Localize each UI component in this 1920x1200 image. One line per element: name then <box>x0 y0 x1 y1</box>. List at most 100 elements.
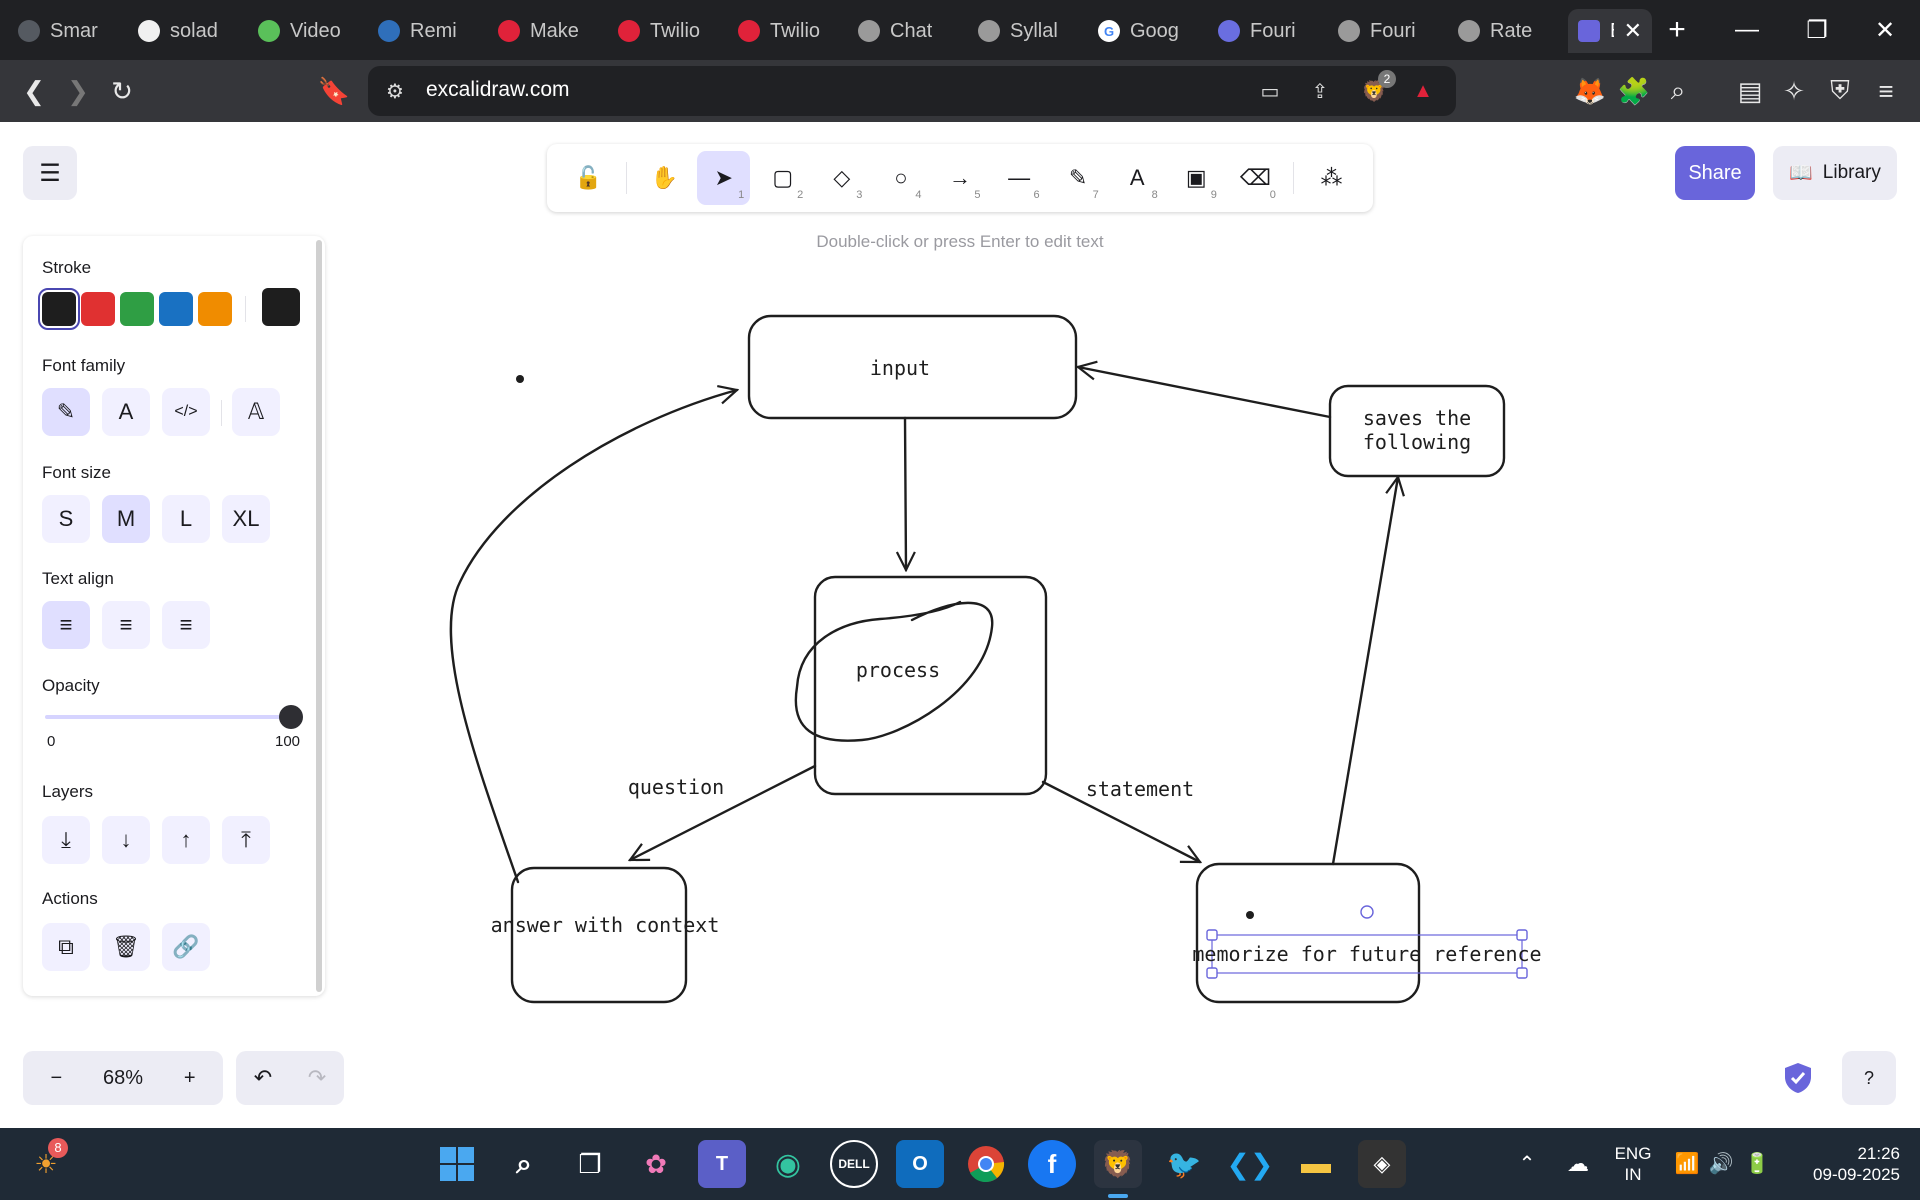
redo-icon[interactable]: ↷ <box>307 1065 327 1090</box>
send-backward-icon[interactable]: ↓ <box>102 816 150 864</box>
browser-tab[interactable]: solad <box>128 9 248 53</box>
hand-tool-icon[interactable]: ✋ <box>650 165 679 190</box>
app-icon[interactable]: ◈ <box>1358 1140 1406 1188</box>
browser-tab-active[interactable]: E✕ <box>1568 9 1652 53</box>
metamask-icon[interactable]: 🦊 <box>1573 75 1607 106</box>
back-icon[interactable]: ❮ <box>23 75 45 106</box>
minimize-button[interactable]: — <box>1735 16 1759 43</box>
arrow-input-to-process[interactable] <box>905 416 906 570</box>
memorize-box[interactable] <box>1195 862 1421 1004</box>
font-picker-icon[interactable]: 𝔸 <box>232 388 280 436</box>
browser-tab[interactable]: Syllal <box>968 9 1088 53</box>
answer-label[interactable]: answer with context <box>491 913 720 937</box>
statement-edge-label[interactable]: statement <box>1086 777 1194 801</box>
reader-mode-icon[interactable]: ⌕ <box>1670 75 1686 105</box>
outlook-icon[interactable]: O <box>896 1140 944 1188</box>
duplicate-icon[interactable]: ⧉ <box>42 923 90 971</box>
start-icon[interactable] <box>433 1140 481 1188</box>
font-size-l[interactable]: L <box>162 495 210 543</box>
process-label[interactable]: process <box>856 658 940 682</box>
restore-button[interactable]: ❐ <box>1806 16 1828 44</box>
arrow-answer-to-input[interactable] <box>449 390 737 884</box>
send-to-back-icon[interactable]: ⤓ <box>42 816 90 864</box>
brave-shields-icon[interactable]: 🦁 <box>1361 80 1387 103</box>
facebook-icon[interactable]: f <box>1028 1140 1076 1188</box>
resize-handle[interactable] <box>1206 929 1218 941</box>
memorize-label[interactable]: memorize for future reference <box>1192 942 1541 966</box>
delete-icon[interactable]: 🗑 <box>102 923 150 971</box>
forward-icon[interactable]: ❯ <box>67 75 89 106</box>
onedrive-icon[interactable]: ☁ <box>1567 1151 1589 1177</box>
arrow-process-to-memorize[interactable] <box>1041 780 1200 864</box>
reload-icon[interactable]: ↻ <box>111 75 133 106</box>
align-center-icon[interactable]: ≡ <box>102 601 150 649</box>
font-size-xl[interactable]: XL <box>222 495 270 543</box>
share-button[interactable]: Share <box>1675 146 1755 200</box>
bring-to-front-icon[interactable]: ⤒ <box>222 816 270 864</box>
font-code-icon[interactable]: </> <box>162 388 210 436</box>
align-left-icon[interactable]: ≡ <box>42 601 90 649</box>
clock[interactable]: 21:26 09-09-2025 <box>1790 1128 1900 1200</box>
image-tool-icon[interactable]: ▣9 <box>1185 165 1217 201</box>
show-hidden-icons[interactable]: ⌃ <box>1518 1152 1536 1175</box>
browser-tab[interactable]: Make <box>488 9 608 53</box>
menu-icon[interactable]: ≡ <box>1878 75 1894 106</box>
diamond-tool-icon[interactable]: ◇3 <box>833 165 863 201</box>
resize-handle[interactable] <box>1516 967 1528 979</box>
answer-box[interactable] <box>510 866 688 1004</box>
browser-tab[interactable]: Fouri <box>1328 9 1448 53</box>
brave-rewards-icon[interactable]: ▲ <box>1413 79 1433 102</box>
twitter-icon[interactable]: 🐦 <box>1166 1148 1202 1180</box>
opacity-slider-thumb[interactable] <box>279 705 303 729</box>
bring-forward-icon[interactable]: ↑ <box>162 816 210 864</box>
eraser-tool-icon[interactable]: ⌫0 <box>1239 165 1276 201</box>
arrow-memorize-to-saves[interactable] <box>1331 477 1398 866</box>
bookmark-icon[interactable]: 🔖 <box>317 75 351 106</box>
wallet-icon[interactable]: ▤ <box>1737 75 1763 106</box>
zoom-out-button[interactable]: − <box>50 1066 63 1089</box>
close-window-button[interactable]: ✕ <box>1874 16 1896 44</box>
input-label[interactable]: input <box>870 356 930 380</box>
teams-icon[interactable]: T <box>698 1140 746 1188</box>
diagram-drawing[interactable]: input process saves the following answer… <box>0 122 1920 1128</box>
font-size-s[interactable]: S <box>42 495 90 543</box>
rectangle-tool-icon[interactable]: ▢2 <box>772 165 804 201</box>
address-bar[interactable]: ⚙ excalidraw.com ▭ ⇪ 🦁 2 ▲ <box>368 66 1456 116</box>
cast-icon[interactable]: ▭ <box>1260 80 1280 103</box>
browser-tab[interactable]: Chat <box>848 9 968 53</box>
line-tool-icon[interactable]: —6 <box>1008 165 1040 201</box>
question-edge-label[interactable]: question <box>628 775 724 799</box>
process-loop-stroke[interactable] <box>794 600 994 742</box>
rotate-handle[interactable] <box>1360 905 1374 919</box>
vpn-icon[interactable]: ⛨ <box>1830 75 1850 105</box>
main-menu-button[interactable]: ☰ <box>23 146 77 200</box>
arrow-process-to-answer[interactable] <box>630 764 817 862</box>
browser-tab[interactable]: Remi <box>368 9 488 53</box>
align-right-icon[interactable]: ≡ <box>162 601 210 649</box>
arrow-saves-to-input[interactable] <box>1078 367 1332 419</box>
task-view-icon[interactable]: ❐ <box>578 1148 602 1179</box>
volume-icon[interactable]: 🔊 <box>1708 1152 1734 1175</box>
browser-tab[interactable]: Twilio <box>608 9 728 53</box>
url-text[interactable]: excalidraw.com <box>426 78 570 101</box>
leo-ai-icon[interactable]: ✧ <box>1783 75 1805 106</box>
excalidraw-canvas[interactable]: input process saves the following answer… <box>0 122 1920 1128</box>
library-button[interactable]: 📖Library <box>1773 146 1897 200</box>
language-indicator[interactable]: ENG IN <box>1608 1128 1658 1200</box>
saves-label-line1[interactable]: saves the <box>1363 406 1471 430</box>
browser-tab[interactable]: Rate <box>1448 9 1568 53</box>
extensions-icon[interactable]: 🧩 <box>1617 75 1651 106</box>
vscode-icon[interactable]: ❮❯ <box>1226 1148 1274 1180</box>
brave-icon[interactable]: 🦁 <box>1094 1140 1142 1188</box>
resize-handle[interactable] <box>1516 929 1528 941</box>
stroke-color-red[interactable] <box>81 292 115 326</box>
help-icon[interactable]: ? <box>1842 1051 1896 1105</box>
opacity-slider[interactable] <box>45 715 299 719</box>
saves-label-line2[interactable]: following <box>1363 430 1471 454</box>
panel-scrollbar[interactable] <box>316 240 322 992</box>
stroke-color-black[interactable] <box>38 288 80 330</box>
battery-icon[interactable]: 🔋 <box>1744 1152 1770 1175</box>
resize-handle[interactable] <box>1206 967 1218 979</box>
browser-tab[interactable]: Video <box>248 9 368 53</box>
